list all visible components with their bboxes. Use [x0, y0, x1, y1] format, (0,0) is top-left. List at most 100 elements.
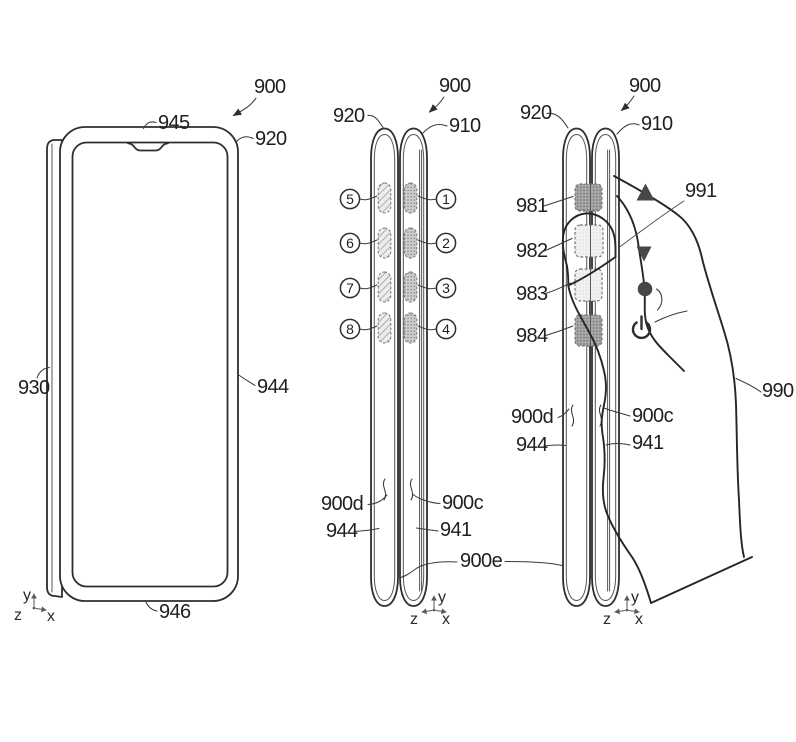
axis-y-label: y — [23, 587, 31, 604]
folded-side-view: 5 6 7 8 1 2 3 4 920 900 910 900d 900c 94… — [321, 75, 608, 628]
key-circle-5 — [339, 188, 361, 210]
key-number-3: 3 — [442, 280, 450, 296]
folded-half-left-inner — [565, 133, 588, 602]
side-key-pills — [377, 182, 418, 344]
thumb-outline — [561, 212, 617, 287]
leader-900 — [428, 96, 445, 113]
axis-z-label: z — [603, 611, 611, 628]
ref-label-910: 910 — [641, 113, 673, 135]
ref-label-945: 945 — [158, 112, 190, 134]
ref-label-900: 900 — [629, 75, 661, 97]
key-circle-4 — [435, 318, 457, 340]
key-pill-8 — [377, 312, 392, 344]
hand-top-and-right-edge — [613, 175, 745, 558]
hinge-strip — [46, 139, 63, 598]
leader-920 — [236, 136, 254, 142]
leader-910 — [616, 123, 640, 135]
leader-984 — [543, 325, 574, 337]
axis-z-label: z — [410, 611, 418, 628]
leader-941 — [415, 527, 439, 532]
ref-label-900: 900 — [254, 76, 286, 98]
key-pill-4 — [403, 312, 418, 344]
sensor-pad-983 — [574, 268, 603, 302]
key-circle-2 — [435, 232, 457, 254]
leader-900d — [557, 408, 570, 419]
key-pill-1 — [403, 182, 418, 214]
key-number-2: 2 — [442, 235, 450, 251]
axis-indicator-front: y z x — [14, 587, 55, 625]
ref-label-930: 930 — [18, 377, 50, 399]
leader-900 — [620, 95, 635, 112]
leader-900c — [412, 493, 441, 505]
axis-z-label: z — [14, 607, 22, 624]
dot-button-icon — [637, 281, 653, 297]
key-pill-2 — [403, 227, 418, 259]
folded-half-right-inner — [594, 133, 617, 602]
axis-indicator-hand: y z x — [603, 589, 643, 628]
display — [71, 141, 229, 588]
ref-label-946: 946 — [159, 601, 191, 623]
ref-label-944: 944 — [516, 434, 548, 456]
thumb-crease — [567, 256, 617, 287]
ref-label-900d: 900d — [511, 406, 553, 428]
key-number-4: 4 — [442, 321, 450, 337]
ref-label-944: 944 — [257, 376, 289, 398]
leader-946 — [145, 601, 158, 612]
leader-920 — [367, 114, 385, 130]
triangle-down-icon — [636, 246, 652, 262]
palm-edge — [567, 284, 652, 604]
key-pill-3 — [403, 271, 418, 303]
ref-label-941: 941 — [440, 519, 472, 541]
sensor-pad-982 — [574, 224, 604, 258]
ref-label-900d: 900d — [321, 493, 363, 515]
ref-label-944: 944 — [326, 520, 358, 542]
leader-981 — [543, 195, 574, 207]
key-number-8: 8 — [346, 321, 354, 337]
leader-900e-left — [399, 561, 458, 579]
leader-910 — [422, 123, 448, 134]
ref-label-920: 920 — [333, 105, 365, 127]
axis-x-label: x — [47, 608, 55, 625]
key-number-5: 5 — [346, 191, 354, 207]
leader-982 — [543, 237, 573, 252]
folded-half-right-inner — [402, 133, 425, 602]
index-finger-inner-edge — [616, 195, 685, 372]
ref-label-981: 981 — [516, 195, 548, 217]
folded-half-left-inner — [373, 133, 396, 602]
ref-label-983: 983 — [516, 283, 548, 305]
ref-label-984: 984 — [516, 325, 548, 347]
ref-label-910: 910 — [449, 115, 481, 137]
phone-body-front — [59, 126, 239, 602]
leader-941 — [605, 442, 631, 446]
key-number-1: 1 — [442, 191, 450, 207]
ref-label-991: 991 — [685, 180, 717, 202]
axis-x-label: x — [442, 611, 450, 628]
axis-indicator-side: y z x — [410, 589, 450, 628]
wrist-bottom-edge — [650, 556, 753, 604]
leader-920 — [546, 112, 569, 129]
key-number-7: 7 — [346, 280, 354, 296]
key-circle-8 — [339, 318, 361, 340]
control-icons — [631, 183, 655, 340]
axis-y-label: y — [438, 589, 446, 606]
axis-x-label: x — [635, 611, 643, 628]
power-icon — [631, 315, 652, 340]
key-circle-3 — [435, 277, 457, 299]
ref-label-982: 982 — [516, 240, 548, 262]
front-view: 900 945 920 930 944 946 y z x — [14, 76, 290, 625]
leader-900c — [603, 407, 631, 417]
ref-label-900e: 900e — [460, 550, 503, 572]
leader-991 — [618, 200, 685, 248]
axis-y-label: y — [631, 589, 639, 606]
key-circle-6 — [339, 232, 361, 254]
key-pill-6 — [377, 227, 392, 259]
leader-983 — [543, 282, 572, 295]
ref-label-900c: 900c — [442, 492, 484, 514]
sensor-pad-981 — [574, 183, 603, 212]
knuckle-crease — [655, 288, 663, 311]
ref-label-900c: 900c — [632, 405, 674, 427]
leader-930 — [36, 366, 51, 379]
leader-900d — [367, 494, 388, 506]
